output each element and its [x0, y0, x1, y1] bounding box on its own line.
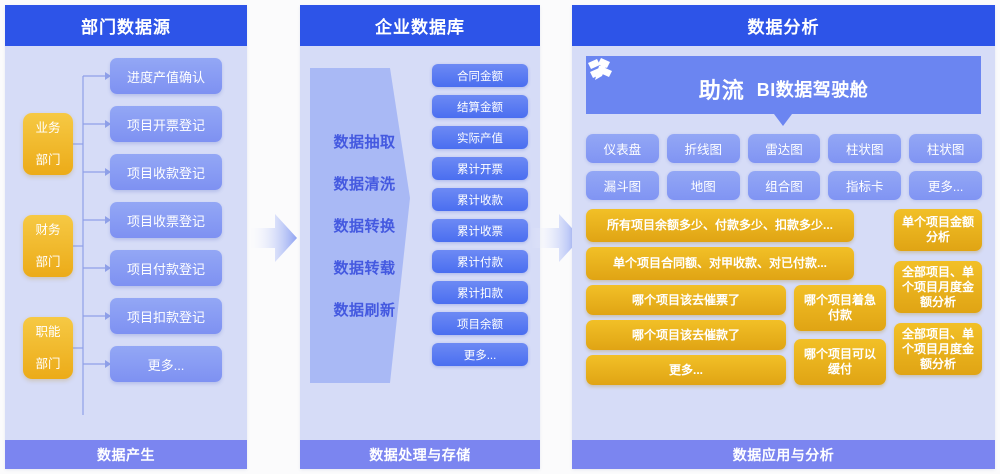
etl-step[interactable]: 数据清洗 [333, 176, 396, 193]
source-card-label: 项目付款登记 [126, 261, 205, 277]
banner-pentagon-shape [586, 56, 981, 126]
source-card-label: 项目收款登记 [126, 165, 205, 181]
etl-step[interactable]: 数据抽取 [333, 134, 396, 151]
database-field[interactable]: 实际产值 [432, 126, 528, 149]
source-card[interactable]: 进度产值确认 [110, 58, 222, 94]
panel-department-data-source: 部门数据源 [5, 5, 247, 469]
department-functional-line2: 部门 [35, 357, 61, 371]
panel2-footer: 数据处理与存储 [300, 440, 540, 469]
arrow-source-to-database [247, 214, 297, 262]
panel2-header: 企业数据库 [300, 5, 540, 46]
etl-step[interactable]: 数据转换 [333, 218, 396, 235]
panel2-body: 数据抽取 数据清洗 数据转换 数据转载 数据刷新 合同金额 结算金额 实际产值 … [300, 46, 540, 440]
chart-type-chip-more[interactable]: 更多... [909, 171, 982, 200]
database-field[interactable]: 合同金额 [432, 64, 528, 87]
etl-step[interactable]: 数据刷新 [333, 302, 396, 319]
question-card-more[interactable]: 更多... [586, 355, 786, 385]
chart-type-chip-map[interactable]: 地图 [666, 171, 740, 200]
panel-enterprise-database: 企业数据库 数据抽取 数据清洗 数据转换 数据转载 数据刷新 合同金额 结算金额… [300, 5, 540, 469]
database-field-list: 合同金额 结算金额 实际产值 累计开票 累计收款 累计收票 累计付款 累计扣款 … [432, 64, 528, 366]
etl-step[interactable]: 数据转载 [333, 260, 396, 277]
database-field[interactable]: 累计收款 [432, 188, 528, 211]
banner-title: BI数据驾驶舱 [756, 80, 869, 100]
department-business-line1: 业务 [35, 121, 61, 135]
question-card[interactable]: 全部项目、单个项目月度金额分析 [894, 261, 982, 313]
database-field[interactable]: 累计扣款 [432, 281, 528, 304]
panel2-header-title: 企业数据库 [375, 18, 465, 37]
bi-banner: 助流 BI数据驾驶舱 [586, 56, 981, 128]
department-box-business[interactable]: 业务 部门 [23, 113, 73, 175]
chart-type-chip-combo[interactable]: 组合图 [747, 171, 821, 200]
etl-shape-polygon [310, 68, 410, 383]
panel1-body: 业务 部门 财务 部门 职能 部门 进度产值确认 项目开票登记 项目收款登记 项… [5, 46, 247, 440]
etl-step-list: 数据抽取 数据清洗 数据转换 数据转载 数据刷新 [310, 68, 415, 383]
department-functional-line1: 职能 [35, 325, 61, 339]
department-finance-line2: 部门 [35, 255, 61, 269]
panel1-header: 部门数据源 [5, 5, 247, 46]
source-card[interactable]: 项目收票登记 [110, 202, 222, 238]
department-finance-line1: 财务 [35, 223, 61, 237]
panel3-header-title: 数据分析 [747, 18, 820, 37]
panel3-footer-title: 数据应用与分析 [732, 446, 835, 463]
database-field[interactable]: 结算金额 [432, 95, 528, 118]
chart-type-chip-line[interactable]: 折线图 [666, 134, 740, 163]
source-card-label: 项目收票登记 [126, 213, 205, 229]
question-card[interactable]: 单个项目金额分析 [894, 209, 982, 251]
question-card[interactable]: 哪个项目着急付款 [794, 285, 886, 331]
question-card[interactable]: 哪个项目该去催款了 [586, 320, 786, 350]
department-box-finance[interactable]: 财务 部门 [23, 215, 73, 277]
panel1-header-title: 部门数据源 [81, 18, 171, 37]
question-card[interactable]: 全部项目、单个项目月度金额分析 [894, 323, 982, 375]
source-card-label: 更多... [147, 357, 185, 373]
chart-type-chip-bar-1[interactable]: 柱状图 [828, 134, 902, 163]
source-card[interactable]: 项目扣款登记 [110, 298, 222, 334]
source-card-label: 进度产值确认 [126, 69, 205, 85]
lightning-flow-logo-icon [588, 58, 612, 80]
chart-type-chip-radar[interactable]: 雷达图 [747, 134, 821, 163]
source-card-more[interactable]: 更多... [110, 346, 222, 382]
database-field[interactable]: 累计收票 [432, 219, 528, 242]
chart-type-chip-funnel[interactable]: 漏斗图 [586, 171, 659, 200]
panel1-footer: 数据产生 [5, 440, 247, 469]
source-card-label: 项目扣款登记 [126, 309, 205, 325]
chart-type-chip-bar-2[interactable]: 柱状图 [909, 134, 982, 163]
source-card[interactable]: 项目收款登记 [110, 154, 222, 190]
database-field-more[interactable]: 更多... [432, 343, 528, 366]
source-card[interactable]: 项目付款登记 [110, 250, 222, 286]
question-card[interactable]: 所有项目余额多少、付款多少、扣款多少... [586, 209, 854, 242]
chart-type-grid: 仪表盘 折线图 雷达图 柱状图 柱状图 漏斗图 地图 组合图 指标卡 更多... [586, 134, 982, 200]
question-card-grid: 所有项目余额多少、付款多少、扣款多少... 单个项目合同额、对甲收款、对已付款.… [586, 209, 982, 385]
source-card-label: 项目开票登记 [126, 117, 205, 133]
database-field[interactable]: 累计付款 [432, 250, 528, 273]
panel3-header: 数据分析 [572, 5, 995, 46]
database-field[interactable]: 项目余额 [432, 312, 528, 335]
source-card[interactable]: 项目开票登记 [110, 106, 222, 142]
chart-type-chip-kpi-card[interactable]: 指标卡 [828, 171, 902, 200]
brand-name: 助流 [698, 78, 745, 103]
panel3-body: 助流 BI数据驾驶舱 仪表盘 折线图 雷达图 柱状图 柱状图 漏斗图 地图 组合… [572, 46, 995, 440]
question-card[interactable]: 单个项目合同额、对甲收款、对已付款... [586, 247, 854, 280]
panel1-footer-title: 数据产生 [97, 446, 155, 463]
question-card[interactable]: 哪个项目该去催票了 [586, 285, 786, 315]
banner-content: 助流 BI数据驾驶舱 [586, 56, 981, 122]
panel3-footer: 数据应用与分析 [572, 440, 995, 469]
database-field[interactable]: 累计开票 [432, 157, 528, 180]
panel2-footer-title: 数据处理与存储 [369, 446, 471, 463]
arrow-database-to-analysis [531, 214, 581, 262]
panel-data-analysis: 数据分析 助流 [572, 5, 995, 469]
department-business-line2: 部门 [35, 153, 61, 167]
etl-funnel-shape: 数据抽取 数据清洗 数据转换 数据转载 数据刷新 [310, 68, 415, 383]
question-card[interactable]: 哪个项目可以缓付 [794, 339, 886, 385]
department-box-functional[interactable]: 职能 部门 [23, 317, 73, 379]
chart-type-chip-gauge[interactable]: 仪表盘 [586, 134, 659, 163]
